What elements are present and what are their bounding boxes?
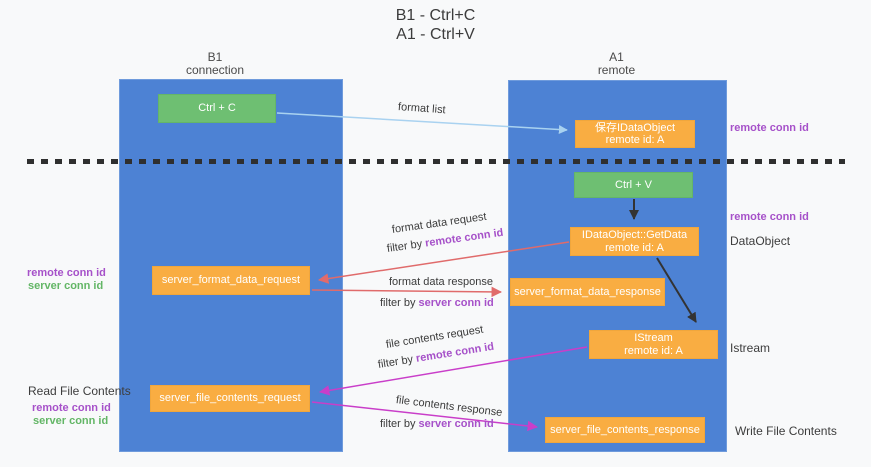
lane-a1-subtitle: remote xyxy=(597,63,636,77)
annotation-remote-conn-id-left2: remote conn id xyxy=(32,402,111,414)
lane-b1-subtitle: connection xyxy=(185,63,245,77)
filter-by-text: filter by xyxy=(380,297,416,309)
node-istream: IStream remote id: A xyxy=(589,330,718,359)
server-conn-id-text: server conn id xyxy=(418,297,494,309)
server-file-contents-response-label: server_file_contents_response xyxy=(550,423,700,436)
annotation-server-conn-id-left2: server conn id xyxy=(33,415,109,427)
diagram-title: B1 - Ctrl+C A1 - Ctrl+V xyxy=(0,6,871,44)
label-format-list: format list xyxy=(397,101,446,117)
server-format-data-request-label: server_format_data_request xyxy=(161,274,301,286)
istream-line2: remote id: A xyxy=(624,344,683,357)
filter-by-text: filter by xyxy=(380,418,416,430)
getdata-line1: IDataObject::GetData xyxy=(581,228,688,241)
annotation-dataobject: DataObject xyxy=(730,234,791,248)
annotation-write-file-contents: Write File Contents xyxy=(735,424,837,438)
annotation-server-conn-id-left1: server conn id xyxy=(28,280,104,292)
lane-header-b1: B1 connection xyxy=(104,51,326,77)
label-format-data-response: format data response xyxy=(389,276,493,288)
server-conn-id-text: server conn id xyxy=(418,418,494,430)
istream-line1: IStream xyxy=(634,331,673,344)
ctrl-v-label: Ctrl + V xyxy=(615,178,652,191)
annotation-istream: Istream xyxy=(730,341,771,355)
server-format-data-response-label: server_format_data_response xyxy=(514,285,661,298)
annotation-remote-conn-id-top: remote conn id xyxy=(730,122,809,134)
node-ctrl-v: Ctrl + V xyxy=(574,172,693,198)
remote-conn-id-text: remote conn id xyxy=(424,226,505,250)
node-ctrl-c: Ctrl + C xyxy=(158,94,276,123)
lane-header-a1: A1 remote xyxy=(508,51,725,77)
lane-a1-title: A1 xyxy=(609,50,624,64)
filter-by-text: filter by xyxy=(377,353,414,371)
save-dataobject-line2: remote id: A xyxy=(605,134,665,146)
annotation-remote-conn-id-mid: remote conn id xyxy=(730,211,809,223)
save-dataobject-line1: 保存IDataObject xyxy=(594,122,676,134)
label-filter-server-1: filter by server conn id xyxy=(380,297,494,309)
node-server-format-data-request: server_format_data_request xyxy=(152,266,310,295)
filter-by-text: filter by xyxy=(386,238,423,255)
label-file-contents-response: file contents response xyxy=(395,394,503,419)
node-server-file-contents-request: server_file_contents_request xyxy=(150,385,310,412)
node-server-format-data-response: server_format_data_response xyxy=(510,278,665,306)
getdata-line2: remote id: A xyxy=(605,241,664,254)
label-filter-server-2: filter by server conn id xyxy=(380,418,494,430)
dashed-separator xyxy=(27,159,845,164)
ctrl-c-label: Ctrl + C xyxy=(198,102,236,114)
title-line-1: B1 - Ctrl+C xyxy=(395,7,476,24)
node-server-file-contents-response: server_file_contents_response xyxy=(545,417,705,443)
server-file-contents-request-label: server_file_contents_request xyxy=(159,392,301,404)
lane-b1-title: B1 xyxy=(207,50,223,64)
node-save-dataobject: 保存IDataObject remote id: A xyxy=(575,120,695,148)
title-line-2: A1 - Ctrl+V xyxy=(396,26,475,43)
annotation-remote-conn-id-left1: remote conn id xyxy=(27,267,106,279)
annotation-read-file-contents: Read File Contents xyxy=(28,384,131,398)
node-idataobject-getdata: IDataObject::GetData remote id: A xyxy=(570,227,699,256)
